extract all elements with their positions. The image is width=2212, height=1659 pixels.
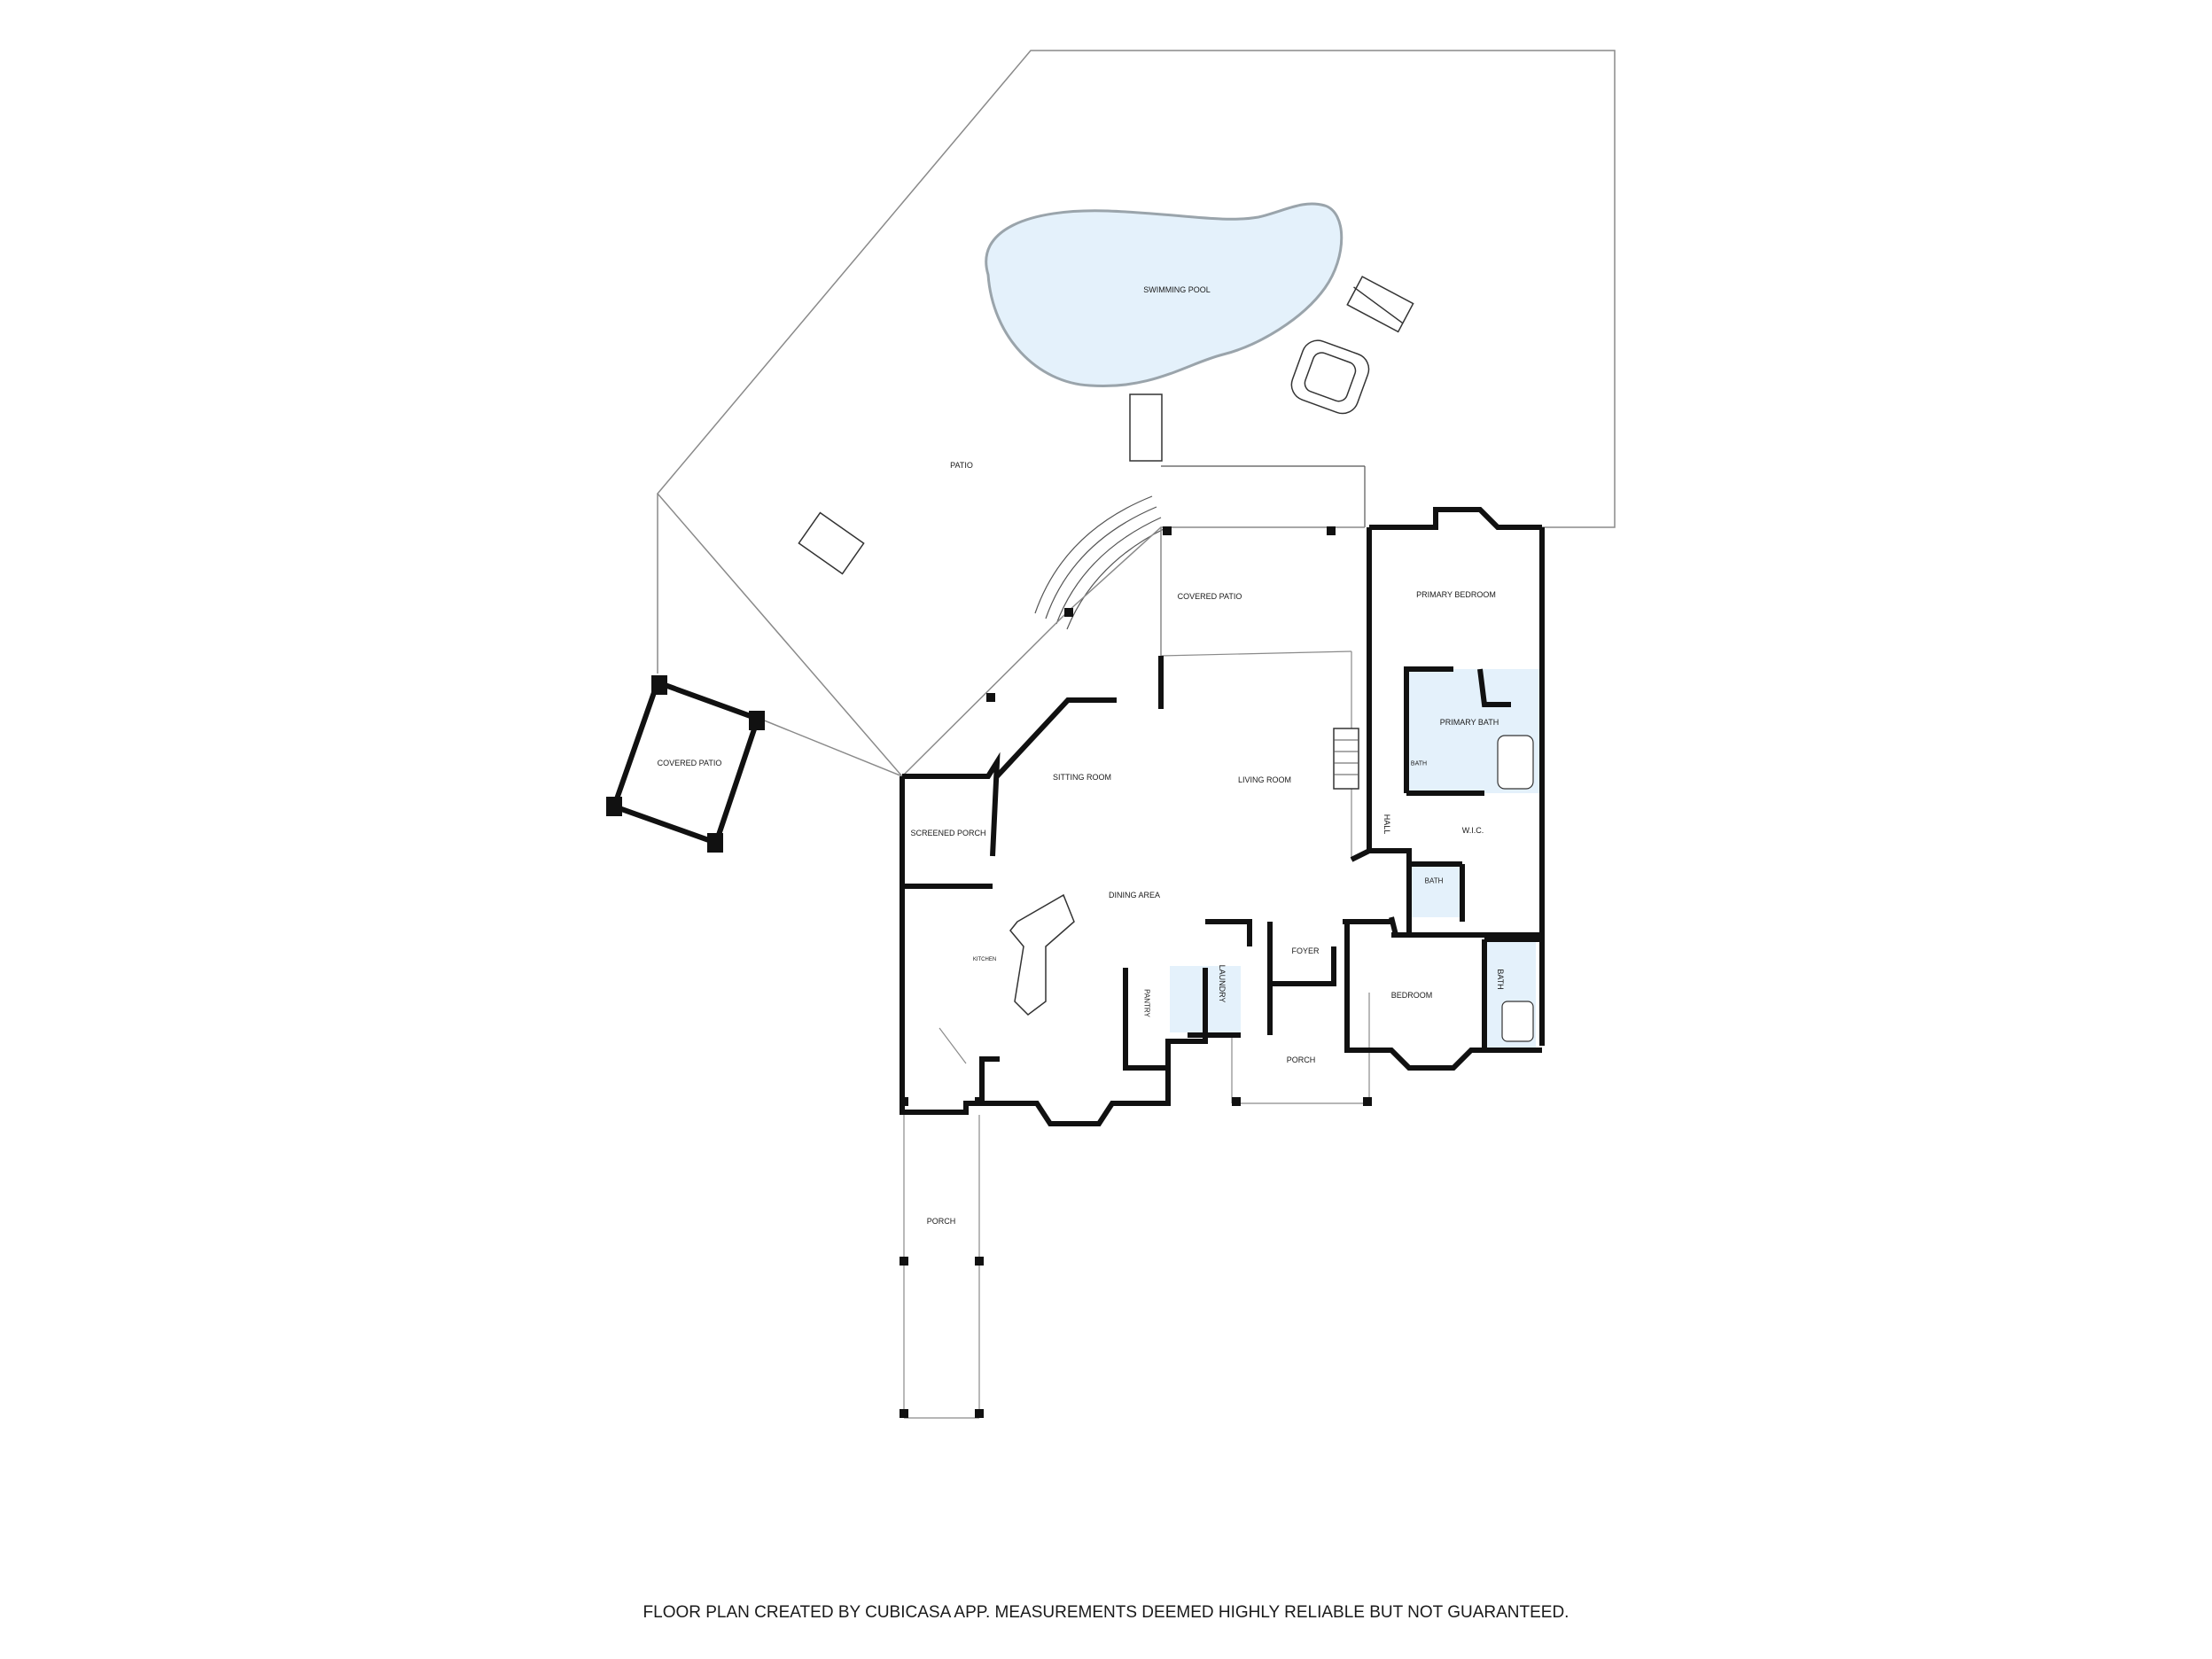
label-living-room: LIVING ROOM [1237,775,1292,784]
label-primary-bedroom: PRIMARY BEDROOM [1416,590,1496,599]
label-bath-small: BATH [1410,760,1428,767]
house-walls [900,507,1545,1126]
label-dining-area: DINING AREA [1108,891,1161,900]
label-foyer: FOYER [1291,946,1320,955]
label-patio: PATIO [950,461,973,470]
label-wic: W.I.C. [1461,826,1484,835]
bathtub-right [1501,1001,1534,1042]
label-pantry: PANTRY [1142,989,1151,1017]
label-laundry: LAUNDRY [1218,964,1227,1003]
label-primary-bath: PRIMARY BATH [1439,718,1499,727]
swimming-pool-shape [985,202,1344,388]
covered-patio [901,526,1365,777]
yard-outline [657,50,1616,777]
patio-steps [1034,465,1366,630]
wet-room-fills [1170,669,1539,1050]
fireplace-hatch [1334,739,1359,775]
label-bedroom: BEDROOM [1390,991,1433,1000]
bathtub [1497,735,1534,790]
label-kitchen: KITCHEN [972,957,997,962]
label-porch-side: PORCH [926,1217,956,1226]
label-porch-front: PORCH [1286,1055,1316,1064]
porch-posts [900,526,1372,1418]
label-sitting-room: SITTING ROOM [1053,773,1111,782]
label-swimming-pool: SWIMMING POOL [1143,285,1211,294]
fireplace [1333,728,1359,790]
label-bath-mid: BATH [1424,876,1444,885]
label-screened-porch: SCREENED PORCH [910,829,986,837]
label-hall: HALL [1382,814,1391,835]
label-bath-right: BATH [1496,969,1505,990]
gazebo [606,675,765,853]
pool-furniture [798,276,1414,575]
disclaimer-footer: FLOOR PLAN CREATED BY CUBICASA APP. MEAS… [643,1603,1569,1622]
kitchen-island [1009,893,1075,1016]
label-covered-patio-main: COVERED PATIO [1177,592,1242,601]
label-covered-patio-gazebo: COVERED PATIO [657,759,722,767]
